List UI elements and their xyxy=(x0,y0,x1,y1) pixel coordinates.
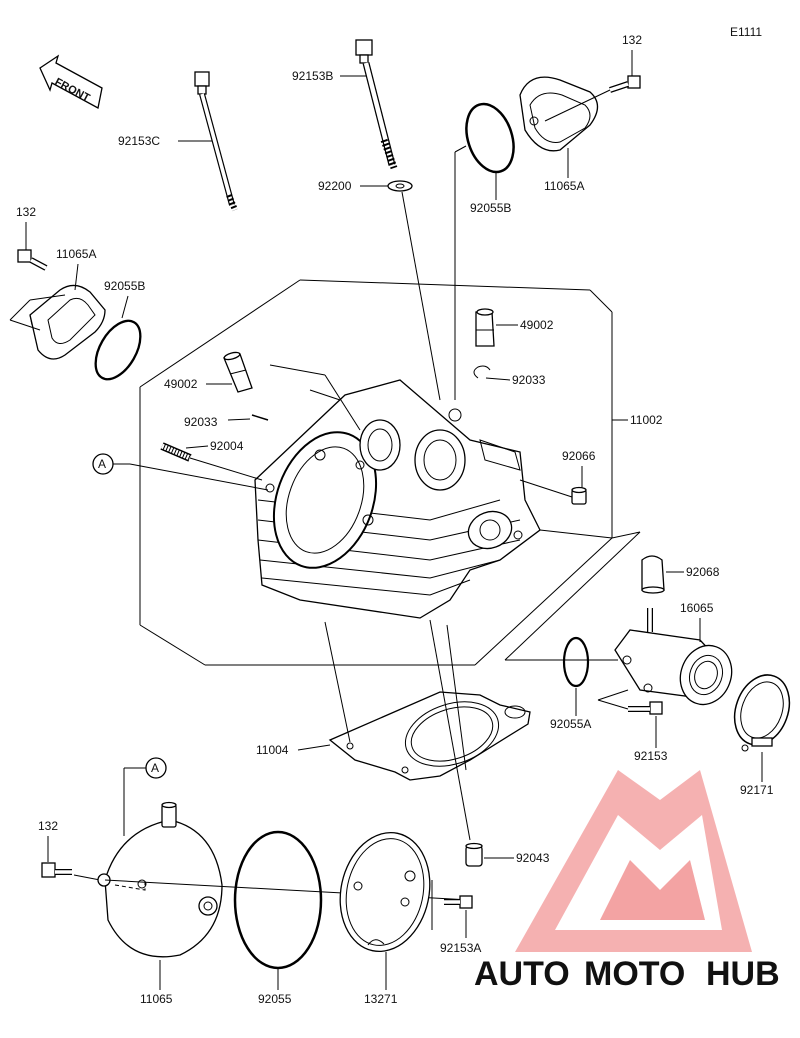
watermark-m xyxy=(600,860,705,920)
cover-11065a-left xyxy=(29,284,106,360)
watermark-logo: AUTO MOTO HUB xyxy=(474,770,780,993)
clamp-92171 xyxy=(733,674,791,752)
label-13271: 13271 xyxy=(364,992,398,1006)
label-92171: 92171 xyxy=(740,783,774,797)
oring-92055a xyxy=(562,636,590,688)
bolt-92153c-head xyxy=(194,71,210,87)
cover-13271 xyxy=(339,831,431,953)
front-arrow-shape xyxy=(39,54,103,109)
dowel-92066 xyxy=(571,486,587,505)
bolt-92153b-head xyxy=(355,39,373,56)
label-92153b: 92153B xyxy=(292,69,333,83)
label-92200: 92200 xyxy=(318,179,352,193)
label-92066: 92066 xyxy=(562,449,596,463)
watermark-moto: MOTO xyxy=(584,955,685,993)
label-92068: 92068 xyxy=(686,565,720,579)
watermark-hub: HUB xyxy=(706,955,780,993)
label-11065a-top: 11065A xyxy=(544,179,584,193)
assembly-frame xyxy=(139,279,628,666)
intake-pipe-16065 xyxy=(614,608,733,706)
bolt-132-bottom xyxy=(41,862,72,878)
oring-92055b-left xyxy=(94,319,142,381)
ref-a-bottom-letter: A xyxy=(151,761,159,775)
head-intake-flange xyxy=(467,510,513,550)
oring-92055 xyxy=(233,830,323,970)
front-arrow: FRONT xyxy=(39,54,103,109)
label-11002: 11002 xyxy=(630,413,663,427)
diagram-code: E1111 xyxy=(730,25,762,39)
label-132-left: 132 xyxy=(16,205,36,219)
watermark-auto: AUTO xyxy=(474,955,570,993)
bolt-132-left xyxy=(17,249,48,271)
clip-92033-right xyxy=(473,365,491,379)
bolt-92153c xyxy=(194,71,238,212)
label-132-bottom: 132 xyxy=(38,819,58,833)
label-49002-left: 49002 xyxy=(164,377,198,391)
washer-92200 xyxy=(387,180,413,192)
head-combustion-ring xyxy=(272,431,378,569)
cap-92068 xyxy=(641,555,665,594)
cylinder-head-11002 xyxy=(254,379,541,619)
label-132-top: 132 xyxy=(622,33,642,47)
plug-49002-left xyxy=(223,351,253,393)
head-valve-port-right xyxy=(414,429,466,491)
label-92055b-top: 92055B xyxy=(470,201,511,215)
gasket-11004 xyxy=(328,691,531,781)
label-92043: 92043 xyxy=(516,851,550,865)
ref-a-top-letter: A xyxy=(98,457,106,471)
head-valve-port-left xyxy=(359,419,401,471)
label-49002-right: 49002 xyxy=(520,318,554,332)
label-92033-left: 92033 xyxy=(184,415,218,429)
bolt-92153a xyxy=(444,895,473,909)
label-11065: 11065 xyxy=(140,992,173,1006)
label-11004: 11004 xyxy=(256,743,289,757)
pin-92033-left xyxy=(251,414,269,421)
label-92004: 92004 xyxy=(210,439,244,453)
label-92153: 92153 xyxy=(634,749,668,763)
label-92153a: 92153A xyxy=(440,941,481,955)
label-92153c: 92153C xyxy=(118,134,160,148)
label-92055: 92055 xyxy=(258,992,292,1006)
label-92033-right: 92033 xyxy=(512,373,546,387)
cover-11065 xyxy=(97,801,471,958)
bolt-92153b xyxy=(355,39,398,170)
label-92055b-left: 92055B xyxy=(104,279,145,293)
label-92055a: 92055A xyxy=(550,717,591,731)
plug-49002-right xyxy=(475,308,495,347)
oring-92055b-top xyxy=(465,102,515,174)
bolt-92153 xyxy=(628,701,663,715)
dowel-92043 xyxy=(465,842,483,867)
label-16065: 16065 xyxy=(680,601,714,615)
bolt-132-top xyxy=(609,75,641,93)
stud-92004 xyxy=(160,442,192,462)
label-11065a-left: 11065A xyxy=(56,247,96,261)
